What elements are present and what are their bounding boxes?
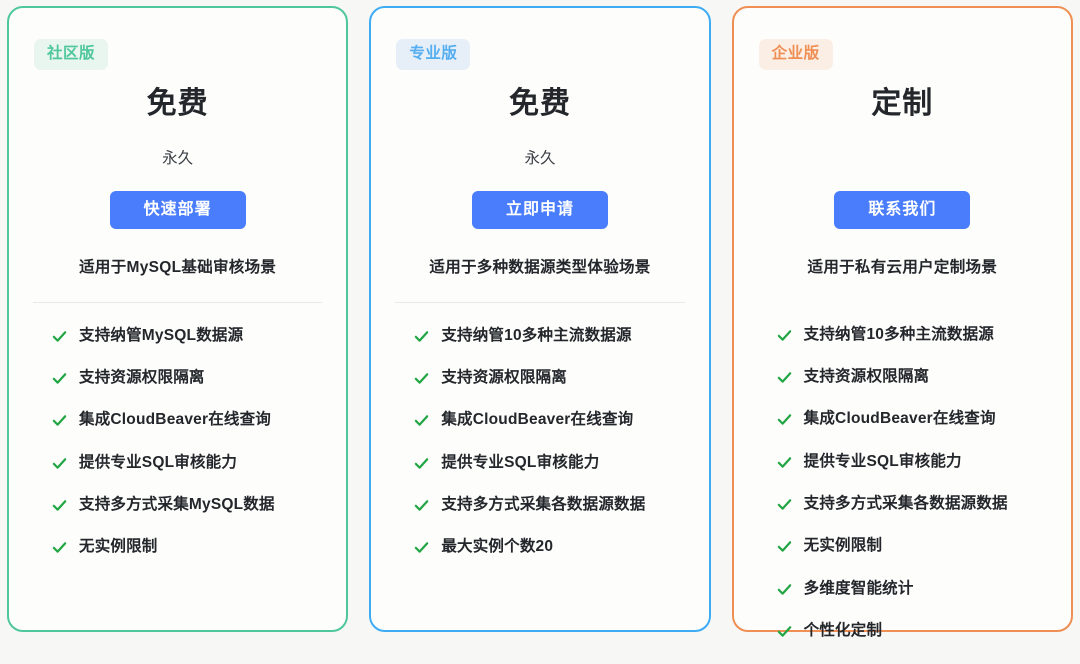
section-divider: [395, 301, 685, 303]
plan-price: 免费: [146, 86, 209, 120]
list-item: 支持多方式采集MySQL数据: [9, 495, 346, 514]
list-item: 无实例限制: [9, 537, 346, 556]
cta-wrapper: 联系我们: [734, 190, 1071, 229]
price-block: 定制: [734, 86, 1071, 169]
check-icon: [52, 373, 67, 384]
feature-text: 支持纳管10多种主流数据源: [441, 326, 632, 344]
list-item: 最大实例个数20: [371, 537, 708, 556]
check-icon: [777, 414, 791, 425]
check-icon: [777, 584, 791, 595]
feature-text: 提供专业SQL审核能力: [441, 453, 600, 471]
plan-price: 定制: [871, 86, 934, 120]
price-block: 免费 永久: [9, 86, 346, 169]
feature-text: 集成CloudBeaver在线查询: [441, 411, 634, 429]
section-divider: [33, 301, 323, 303]
feature-text: 个性化定制: [803, 622, 883, 640]
feature-text: 支持纳管10多种主流数据源: [803, 325, 994, 343]
feature-text: 集成CloudBeaver在线查询: [79, 411, 272, 429]
list-item: 支持资源权限隔离: [9, 368, 346, 387]
feature-text: 支持多方式采集各数据源数据: [441, 496, 646, 513]
plan-badge-professional: 专业版: [396, 39, 471, 70]
feature-text: 支持多方式采集MySQL数据: [79, 496, 275, 513]
plan-tagline: 适用于多种数据源类型体验场景: [429, 258, 651, 276]
contact-us-button[interactable]: 联系我们: [834, 190, 971, 229]
check-icon: [415, 457, 429, 469]
list-item: 提供专业SQL审核能力: [9, 453, 346, 472]
check-icon: [415, 542, 429, 554]
feature-text: 多维度智能统计: [803, 579, 914, 597]
check-icon: [52, 457, 67, 469]
check-icon: [777, 329, 791, 341]
cta-wrapper: 立即申请: [371, 190, 708, 229]
feature-text: 支持纳管MySQL数据源: [79, 326, 244, 344]
plan-badge-enterprise: 企业版: [758, 39, 833, 70]
list-item: 支持纳管10多种主流数据源: [734, 325, 1071, 344]
check-icon: [52, 542, 67, 554]
feature-list: 支持纳管MySQL数据源 支持资源权限隔离 集成CloudBeaver在线查询 …: [9, 303, 346, 580]
check-icon: [52, 500, 67, 511]
feature-text: 支持资源权限隔离: [803, 367, 930, 385]
plan-tagline: 适用于MySQL基础审核场景: [79, 258, 277, 276]
check-icon: [777, 541, 791, 553]
feature-list: 支持纳管10多种主流数据源 支持资源权限隔离 集成CloudBeaver在线查询…: [371, 303, 708, 580]
check-icon: [415, 373, 429, 384]
list-item: 无实例限制: [734, 536, 1071, 555]
feature-list: 支持纳管10多种主流数据源 支持资源权限隔离 集成CloudBeaver在线查询…: [734, 302, 1071, 664]
feature-text: 集成CloudBeaver在线查询: [803, 410, 996, 428]
plan-period: 永久: [524, 149, 556, 167]
feature-text: 最大实例个数20: [441, 538, 554, 556]
plan-card-community[interactable]: 社区版 免费 永久 快速部署 适用于MySQL基础审核场景 支持纳管MySQL数…: [7, 6, 349, 632]
check-icon: [52, 415, 67, 426]
list-item: 支持纳管MySQL数据源: [9, 326, 346, 345]
plan-period: [734, 150, 1071, 169]
list-item: 提供专业SQL审核能力: [371, 453, 708, 472]
feature-text: 支持资源权限隔离: [79, 368, 205, 386]
list-item: 支持多方式采集各数据源数据: [371, 495, 708, 514]
list-item: 集成CloudBeaver在线查询: [734, 409, 1071, 428]
plan-card-professional[interactable]: 专业版 免费 永久 立即申请 适用于多种数据源类型体验场景 支持纳管10多种主流…: [369, 6, 711, 632]
plan-period: 永久: [162, 149, 194, 167]
list-item: 支持纳管10多种主流数据源: [371, 326, 708, 345]
feature-text: 提供专业SQL审核能力: [803, 452, 962, 470]
check-icon: [777, 456, 791, 468]
check-icon: [415, 500, 429, 511]
list-item: 支持多方式采集各数据源数据: [734, 494, 1071, 513]
list-item: 集成CloudBeaver在线查询: [371, 410, 708, 429]
list-item: 集成CloudBeaver在线查询: [9, 410, 346, 429]
list-item: 多维度智能统计: [734, 579, 1071, 598]
check-icon: [415, 330, 429, 342]
price-block: 免费 永久: [371, 86, 708, 169]
feature-text: 支持多方式采集各数据源数据: [803, 495, 1008, 512]
list-item: 支持资源权限隔离: [371, 368, 708, 387]
feature-text: 无实例限制: [803, 537, 883, 555]
apply-now-button[interactable]: 立即申请: [471, 190, 608, 229]
check-icon: [415, 415, 429, 426]
list-item: 支持资源权限隔离: [734, 367, 1071, 386]
feature-text: 支持资源权限隔离: [441, 368, 567, 386]
check-icon: [777, 626, 791, 637]
feature-text: 无实例限制: [79, 538, 158, 556]
feature-text: 提供专业SQL审核能力: [79, 453, 238, 471]
check-icon: [777, 372, 791, 383]
list-item: 个性化定制: [734, 621, 1071, 640]
list-item: 提供专业SQL审核能力: [734, 452, 1071, 471]
plan-card-enterprise[interactable]: 企业版 定制 联系我们 适用于私有云用户定制场景 支持纳管10多种主流数据源 支…: [731, 6, 1073, 639]
cta-wrapper: 快速部署: [9, 190, 346, 229]
plan-tagline: 适用于私有云用户定制场景: [807, 258, 998, 276]
plan-badge-community: 社区版: [34, 39, 109, 70]
check-icon: [52, 330, 67, 342]
check-icon: [777, 499, 791, 510]
pricing-plans-grid: 社区版 免费 永久 快速部署 适用于MySQL基础审核场景 支持纳管MySQL数…: [7, 6, 1073, 639]
deploy-button[interactable]: 快速部署: [109, 190, 246, 229]
plan-price: 免费: [508, 86, 571, 120]
